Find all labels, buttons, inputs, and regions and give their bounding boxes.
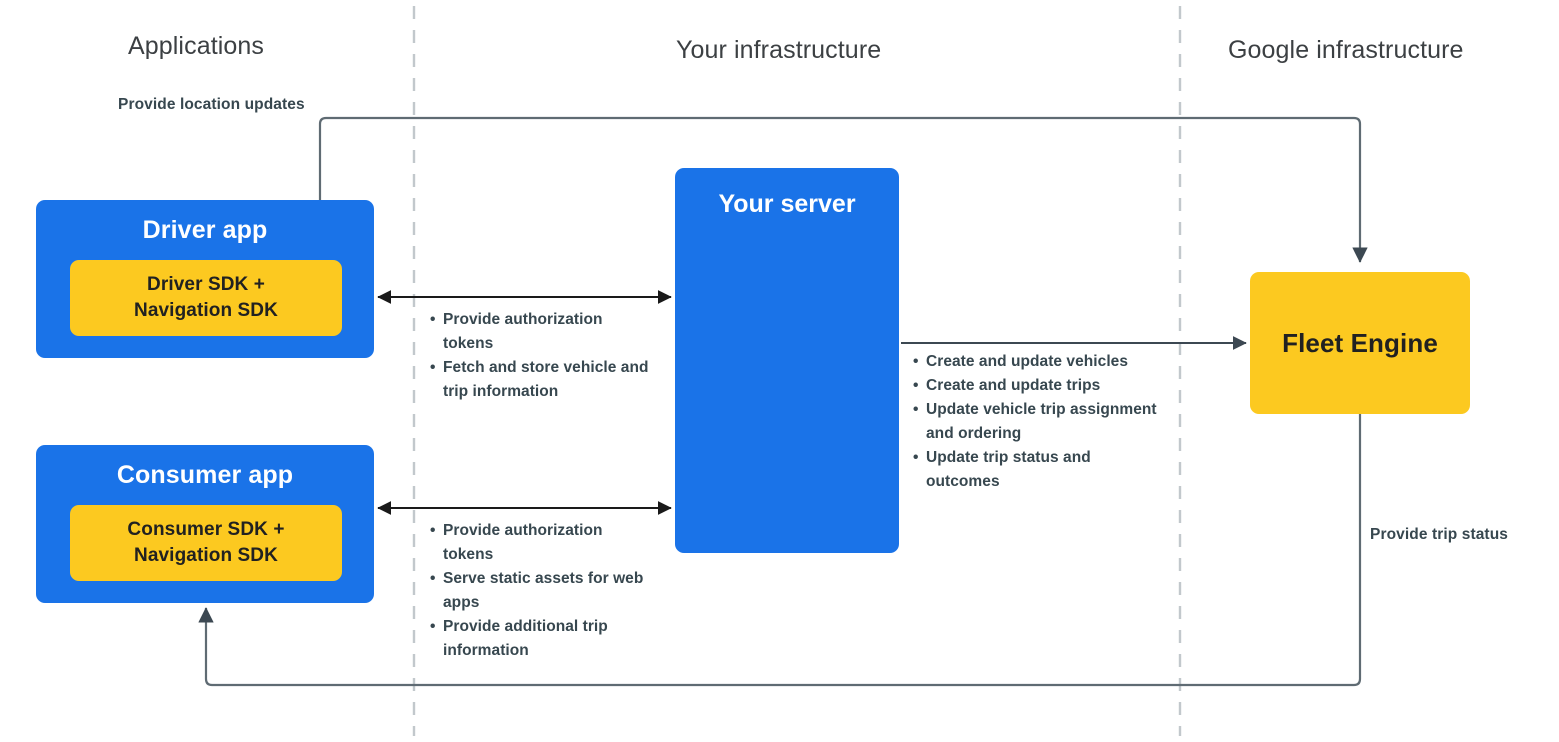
column-heading-your-infrastructure: Your infrastructure bbox=[676, 36, 882, 64]
node-driver-sdk-line1: Driver SDK + bbox=[147, 273, 265, 295]
node-driver-sdk-label: Driver SDK + Navigation SDK bbox=[134, 272, 278, 324]
node-your-server-title: Your server bbox=[718, 190, 856, 218]
node-consumer-sdk[interactable]: Consumer SDK + Navigation SDK bbox=[70, 505, 342, 581]
bullet-item: Update trip status and outcomes bbox=[913, 446, 1165, 494]
edge-bullets-consumer-server: Provide authorization tokensServe static… bbox=[430, 519, 645, 663]
node-consumer-app-title: Consumer app bbox=[116, 461, 294, 489]
node-consumer-sdk-label: Consumer SDK + Navigation SDK bbox=[127, 517, 284, 569]
node-consumer-sdk-line1: Consumer SDK + bbox=[127, 518, 285, 540]
edge-label-provide-trip-status: Provide trip status bbox=[1370, 526, 1508, 543]
node-fleet-engine-title: Fleet Engine bbox=[1282, 327, 1438, 358]
node-consumer-sdk-line2: Navigation SDK bbox=[134, 545, 278, 566]
bullet-item: Fetch and store vehicle and trip informa… bbox=[430, 356, 650, 404]
node-fleet-engine[interactable]: Fleet Engine bbox=[1250, 272, 1470, 414]
bullet-item: Serve static assets for web apps bbox=[430, 567, 645, 615]
node-driver-sdk-line2: Navigation SDK bbox=[134, 300, 278, 321]
edge-bullets-server-fleet: Create and update vehiclesCreate and upd… bbox=[913, 350, 1165, 494]
column-heading-google-infrastructure: Google infrastructure bbox=[1228, 36, 1464, 64]
node-your-server[interactable]: Your server bbox=[675, 168, 899, 553]
node-driver-app-title: Driver app bbox=[142, 216, 268, 244]
bullet-item: Provide authorization tokens bbox=[430, 519, 645, 567]
column-heading-applications: Applications bbox=[128, 32, 265, 60]
node-driver-app[interactable]: Driver app Driver SDK + Navigation SDK bbox=[36, 200, 374, 358]
node-consumer-app[interactable]: Consumer app Consumer SDK + Navigation S… bbox=[36, 445, 374, 603]
edge-label-provide-location-updates: Provide location updates bbox=[118, 96, 305, 113]
edge-bullets-driver-server: Provide authorization tokensFetch and st… bbox=[430, 308, 650, 404]
bullet-item: Provide additional trip information bbox=[430, 615, 645, 663]
node-driver-sdk[interactable]: Driver SDK + Navigation SDK bbox=[70, 260, 342, 336]
bullet-item: Create and update trips bbox=[913, 374, 1165, 398]
bullet-item: Update vehicle trip assignment and order… bbox=[913, 398, 1165, 446]
bullet-item: Create and update vehicles bbox=[913, 350, 1165, 374]
bullet-item: Provide authorization tokens bbox=[430, 308, 650, 356]
